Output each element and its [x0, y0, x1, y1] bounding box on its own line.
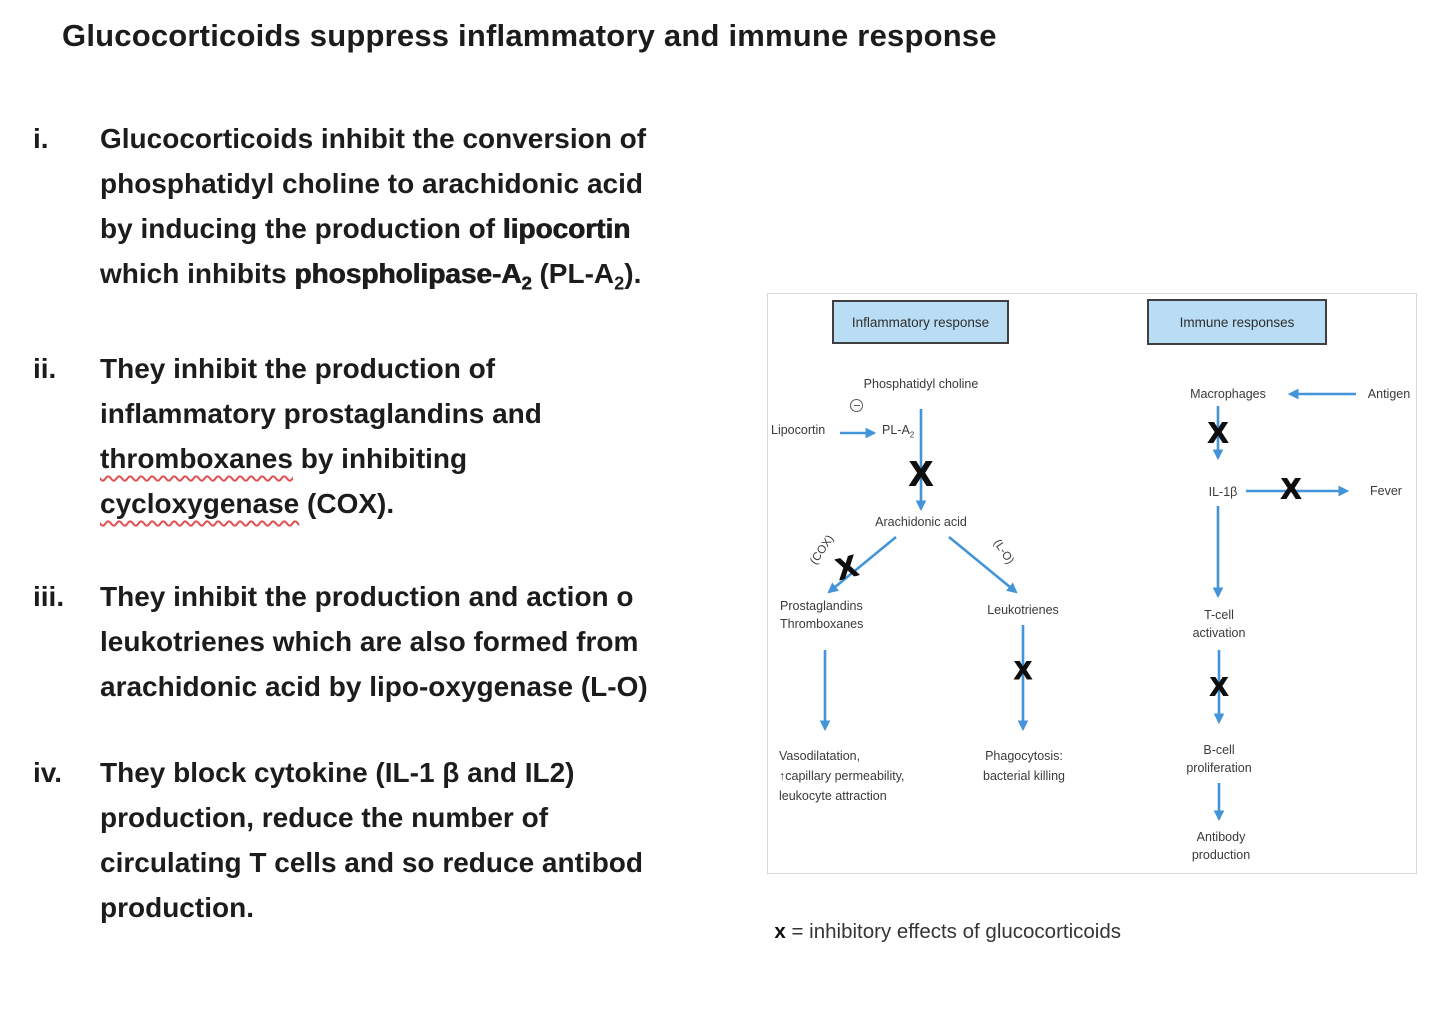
x-inhibition-fever: X — [1280, 471, 1302, 506]
text-line: arachidonic acid by lipo-oxygenase (L-O) — [100, 671, 648, 702]
text-line: production. — [100, 892, 254, 923]
text-line: by inducing the production of lipocortin — [100, 213, 631, 244]
label-phosphatidyl-choline: Phosphatidyl choline — [863, 377, 979, 391]
list-item-body: They inhibit the production and action o… — [100, 574, 648, 709]
label-antigen: Antigen — [1367, 387, 1411, 401]
spellcheck-word: thromboxanes — [100, 443, 293, 474]
label-vasodilatation-effects: Vasodilatation,↑capillary permeability,l… — [779, 749, 905, 803]
arrow-cox-branch — [827, 535, 897, 594]
pathway-diagram: Inflammatory response Immune responses P… — [767, 293, 1417, 874]
x-inhibition-pla2: X — [908, 453, 934, 494]
list-item-body: Glucocorticoids inhibit the conversion o… — [100, 116, 646, 296]
inhibition-circle-icon — [850, 399, 863, 412]
list-item-iv: iv. They block cytokine (IL-1 β and IL2)… — [33, 750, 643, 930]
text-line: leukotrienes which are also formed from — [100, 626, 639, 657]
label-arachidonic-acid: Arachidonic acid — [875, 515, 967, 529]
text-line: They block cytokine (IL-1 β and IL2) — [100, 757, 575, 788]
label-il1b: IL-1β — [1208, 485, 1238, 499]
legend-x-symbol: x — [774, 920, 786, 943]
bold-term-lipocortin: lipocortin — [502, 213, 631, 244]
list-number: ii. — [33, 353, 57, 384]
label-lipocortin: Lipocortin — [771, 423, 826, 437]
list-item-ii: ii. They inhibit the production of infla… — [33, 346, 542, 526]
label-macrophages: Macrophages — [1190, 387, 1266, 401]
text-line: thromboxanes by inhibiting — [100, 443, 468, 474]
text-line: Glucocorticoids inhibit the conversion o… — [100, 123, 647, 154]
text-line: circulating T cells and so reduce antibo… — [100, 847, 644, 878]
bold-term-phospholipase: phospholipase-A — [294, 258, 522, 289]
diagram-arrows — [819, 388, 1356, 822]
text-line: cycloxygenase (COX). — [100, 488, 395, 519]
x-inhibition-tcell-bcell: X — [1209, 671, 1229, 702]
list-item-body: They block cytokine (IL-1 β and IL2) pro… — [100, 750, 643, 930]
list-number: iii. — [33, 581, 65, 612]
page-title: Glucocorticoids suppress inflammatory an… — [62, 18, 997, 53]
text-line: inflammatory prostaglandins and — [100, 398, 542, 429]
label-phagocytosis-effects: Phagocytosis:bacterial killing — [983, 749, 1065, 783]
spellcheck-word: cycloxygenase — [100, 488, 300, 519]
text-line: phosphatidyl choline to arachidonic acid — [100, 168, 643, 199]
text-line: production, reduce the number of — [100, 802, 549, 833]
label-pl-a2: PL-A2 — [882, 423, 915, 440]
list-number: iv. — [33, 757, 63, 788]
list-item-body: They inhibit the production of inflammat… — [100, 346, 542, 526]
label-leukotrienes: Leukotrienes — [987, 603, 1059, 617]
text-line: They inhibit the production and action o — [100, 581, 634, 612]
list-item-iii: iii. They inhibit the production and act… — [33, 574, 648, 709]
diagram-legend: x = inhibitory effects of glucocorticoid… — [774, 920, 1122, 943]
text-line: They inhibit the production of — [100, 353, 496, 384]
list-number: i. — [33, 123, 49, 154]
list-item-i: i. Glucocorticoids inhibit the conversio… — [33, 116, 646, 296]
x-inhibition-macrophage-il1b: X — [1207, 415, 1229, 450]
arrow-lo-branch — [948, 535, 1018, 594]
x-inhibition-leukotriene-action: X — [1013, 655, 1033, 686]
inflammatory-response-header: Inflammatory response — [832, 300, 1009, 344]
text-line: which inhibits phospholipase-A2 (PL-A2). — [100, 258, 642, 294]
label-fever: Fever — [1370, 484, 1402, 498]
immune-responses-header: Immune responses — [1147, 299, 1327, 345]
